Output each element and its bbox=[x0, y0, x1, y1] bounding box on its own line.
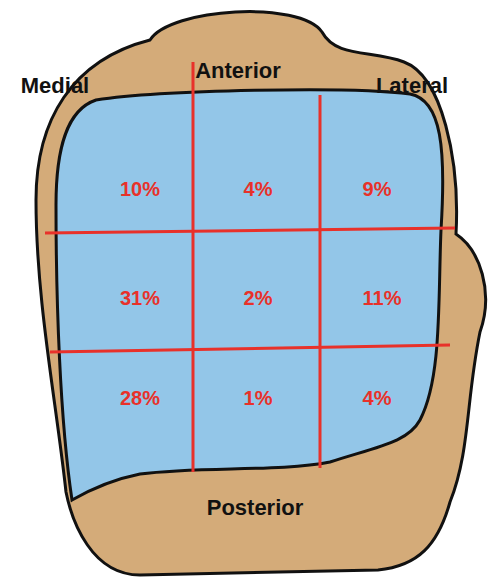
region-label: Medial bbox=[21, 75, 89, 97]
percentage: 9% bbox=[363, 179, 392, 199]
percentage: 11% bbox=[363, 288, 402, 308]
grid-line bbox=[319, 95, 322, 468]
grid-lines bbox=[45, 62, 455, 472]
percentage: 31% bbox=[120, 288, 160, 308]
percentage: 1% bbox=[244, 388, 273, 408]
percentage: 2% bbox=[244, 288, 273, 308]
grid-line bbox=[50, 345, 450, 352]
percentage: 4% bbox=[363, 388, 392, 408]
percentage: 28% bbox=[120, 388, 160, 408]
percentage: 10% bbox=[120, 179, 160, 199]
region-label: Posterior bbox=[207, 497, 304, 519]
percentage: 4% bbox=[244, 179, 273, 199]
inner-region bbox=[56, 90, 443, 500]
grid-line bbox=[192, 62, 195, 472]
grid-line bbox=[45, 228, 455, 233]
region-label: Anterior bbox=[195, 60, 281, 82]
outer-outline bbox=[36, 12, 486, 575]
region-label: Lateral bbox=[376, 75, 448, 97]
